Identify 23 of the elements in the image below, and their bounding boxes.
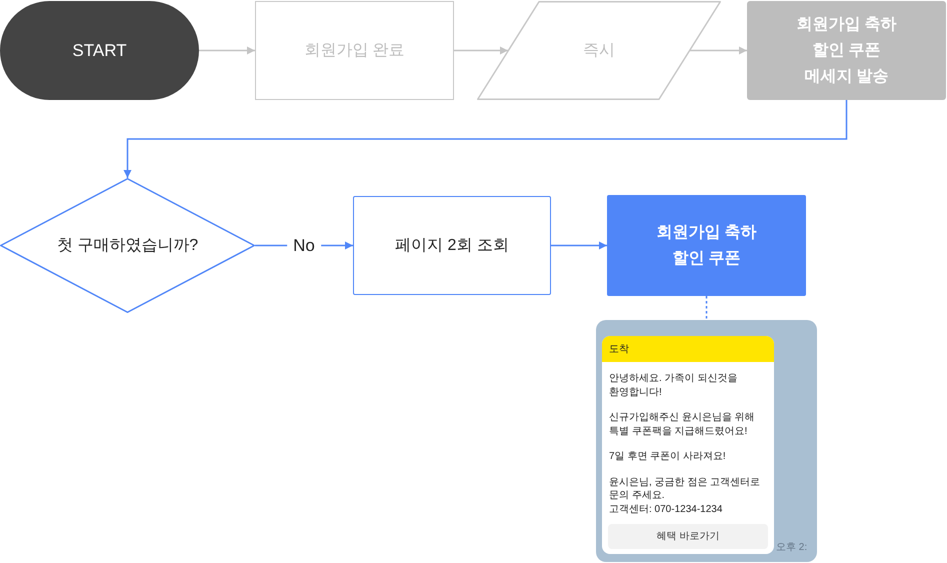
chat-background <box>596 320 817 562</box>
message-card <box>602 336 774 554</box>
process-box: 페이지 2회 조회 <box>353 196 551 295</box>
message-text: 신규가입해주신 윤시은님을 위해 특별 쿠폰팩을 지급해드렸어요! <box>609 411 756 438</box>
message-text: 고객센터: 070-1234-1234 <box>609 502 724 516</box>
start-terminal: START <box>0 1 199 100</box>
message-text: 안녕하세요. 가족이 되신것을 환영합니다! <box>609 372 738 399</box>
arrow <box>551 242 607 250</box>
process-box: 회원가입 축하 할인 쿠폰 <box>607 195 806 296</box>
arrow <box>690 46 747 54</box>
arrow <box>199 46 255 54</box>
process-box: 회원가입 완료 <box>255 1 454 100</box>
message-text: 윤시은님, 궁금한 점은 고객센터로 문의 주세요. <box>609 476 762 502</box>
timestamp: 오후 2: <box>776 541 808 554</box>
parallelogram-box: 즉시 <box>477 1 721 100</box>
message-text: 7일 후면 쿠폰이 사라져요! <box>609 450 727 464</box>
arrow <box>454 46 508 54</box>
decision-diamond: 첫 구매하였습니까? <box>0 178 255 313</box>
action-button: 혜택 바로가기 <box>608 524 768 549</box>
arrow <box>124 100 848 178</box>
connector-line <box>706 296 708 320</box>
message-header: 도착 <box>602 336 774 362</box>
process-box: 회원가입 축하 할인 쿠폰 메세지 발송 <box>747 1 946 100</box>
